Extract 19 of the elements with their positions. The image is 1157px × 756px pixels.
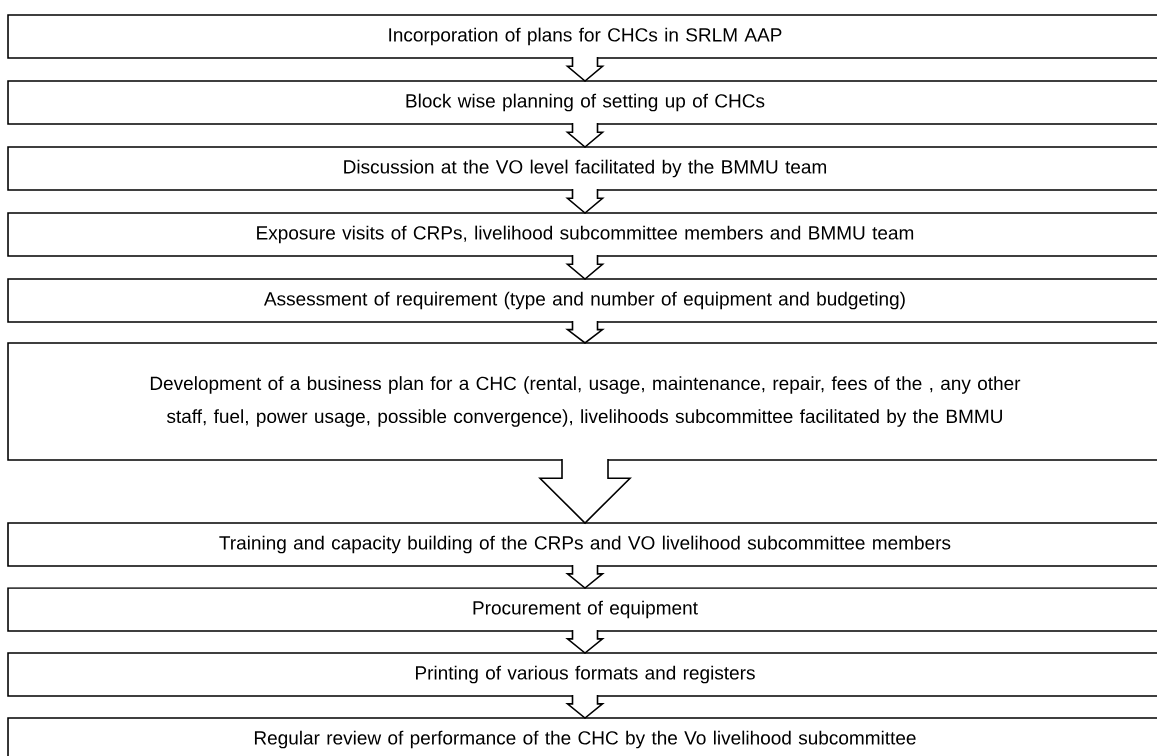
block-arrow (565, 694, 605, 720)
block-arrow (565, 254, 605, 281)
process-box: Procurement of equipment (7, 587, 1157, 632)
process-box: Training and capacity building of the CRPs and VO livelihood subcommittee members (7, 522, 1157, 567)
block-arrow (565, 629, 605, 655)
process-box: Printing of various formats and registers (7, 652, 1157, 697)
process-box: Incorporation of plans for CHCs in SRLM AAP (7, 14, 1157, 59)
process-box: Assessment of requirement (type and number of equipment and budgeting) (7, 278, 1157, 323)
process-box: Discussion at the VO level facilitated by the BMMU team (7, 146, 1157, 191)
process-box: Block wise planning of setting up of CHCs (7, 80, 1157, 125)
block-arrow (565, 320, 605, 344)
block-arrow (565, 188, 605, 215)
block-arrow (565, 56, 605, 83)
process-box: Exposure visits of CRPs, livelihood subcommittee members and BMMU team (7, 212, 1157, 257)
process-box: Development of a business plan for a CHC (rental, usage, maintenance, repair, fees of the , any other staff, fuel, power usage, possible convergence), livelihoods subcommittee facilitated by the BMMU (7, 342, 1157, 461)
process-box: Regular review of performance of the CHC by the Vo livelihood subcommittee (7, 717, 1157, 756)
block-arrow (538, 458, 632, 525)
block-arrow (565, 564, 605, 590)
block-arrow (565, 122, 605, 149)
